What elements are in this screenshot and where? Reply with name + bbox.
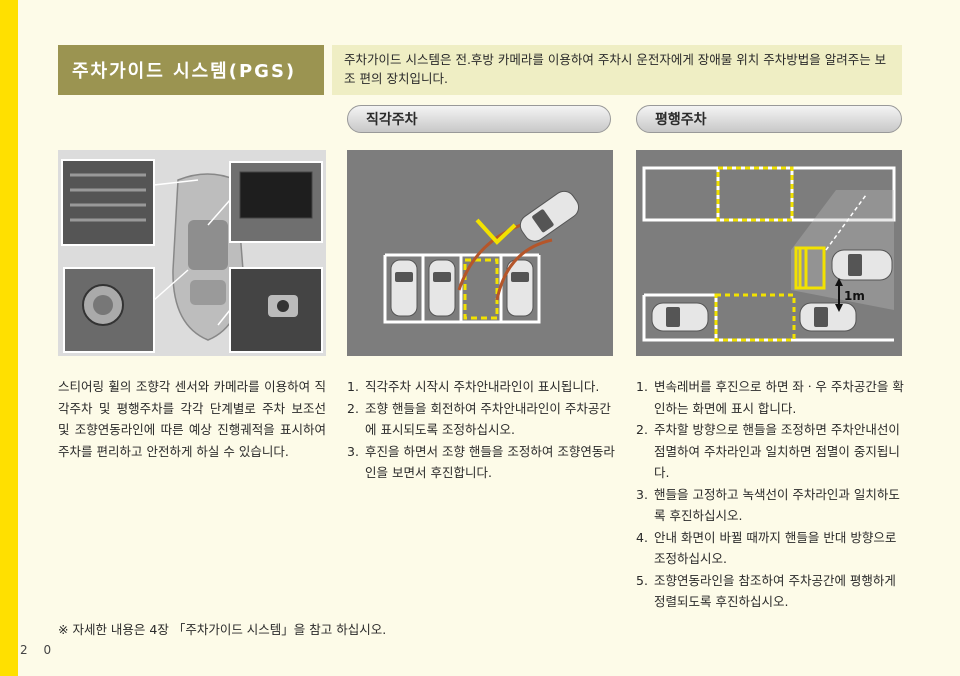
list-item: 5.조향연동라인을 참조하여 주차공간에 평행하게 정렬되도록 후진하십시오. <box>636 572 896 610</box>
perpendicular-parking-heading: 직각주차 <box>347 105 611 133</box>
perpendicular-steps-list: 1.직각주차 시작시 주차안내라인이 표시됩니다. 2.조향 핸들을 회전하여 … <box>347 376 615 484</box>
parallel-parking-figure: 1m <box>636 150 902 356</box>
list-item: 1.변속레버를 후진으로 하면 좌ㆍ우 주차공간을 확인하는 화면에 표시 합니… <box>636 379 904 416</box>
pgs-components-figure <box>58 150 326 356</box>
list-item: 3.핸들을 고정하고 녹색선이 주차라인과 일치하도록 후진하십시오. <box>636 486 900 524</box>
page-number: 2 0 <box>20 643 58 657</box>
pgs-description: 스티어링 휠의 조향각 센서와 카메라를 이용하여 직각주차 및 평행주차를 각… <box>58 379 326 459</box>
list-item: 2.조향 핸들을 회전하여 주차안내라인이 주차공간에 표시되도록 조정하십시오… <box>347 400 611 438</box>
page-title: 주차가이드 시스템(PGS) <box>58 45 324 95</box>
page-edge-bar <box>0 0 18 676</box>
intro-text: 주차가이드 시스템은 전.후방 카메라를 이용하여 주차시 운전자에게 장애물 … <box>332 45 902 95</box>
list-item: 4.안내 화면이 바뀔 때까지 핸들을 반대 방향으로 조정하십시오. <box>636 529 897 567</box>
perpendicular-parking-figure <box>347 150 613 356</box>
list-item: 2.주차할 방향으로 핸들을 조정하면 주차안내선이 점멸하여 주차라인과 일치… <box>636 422 900 480</box>
distance-label: 1m <box>844 289 865 303</box>
front-camera-inset <box>61 159 155 246</box>
parked-car <box>390 259 418 317</box>
parallel-parking-heading: 평행주차 <box>636 105 902 133</box>
parked-car <box>428 259 456 317</box>
moving-car <box>519 190 580 242</box>
parallel-steps-list: 1.변속레버를 후진으로 하면 좌ㆍ우 주차공간을 확인하는 화면에 표시 합니… <box>636 376 904 613</box>
reference-note: ※ 자세한 내용은 4장 「주차가이드 시스템」을 참고 하십시오. <box>58 622 387 637</box>
list-item: 3.후진을 하면서 조향 핸들을 조정하여 조향연동라인을 보면서 후진합니다. <box>347 443 615 481</box>
list-item: 1.직각주차 시작시 주차안내라인이 표시됩니다. <box>347 379 600 394</box>
